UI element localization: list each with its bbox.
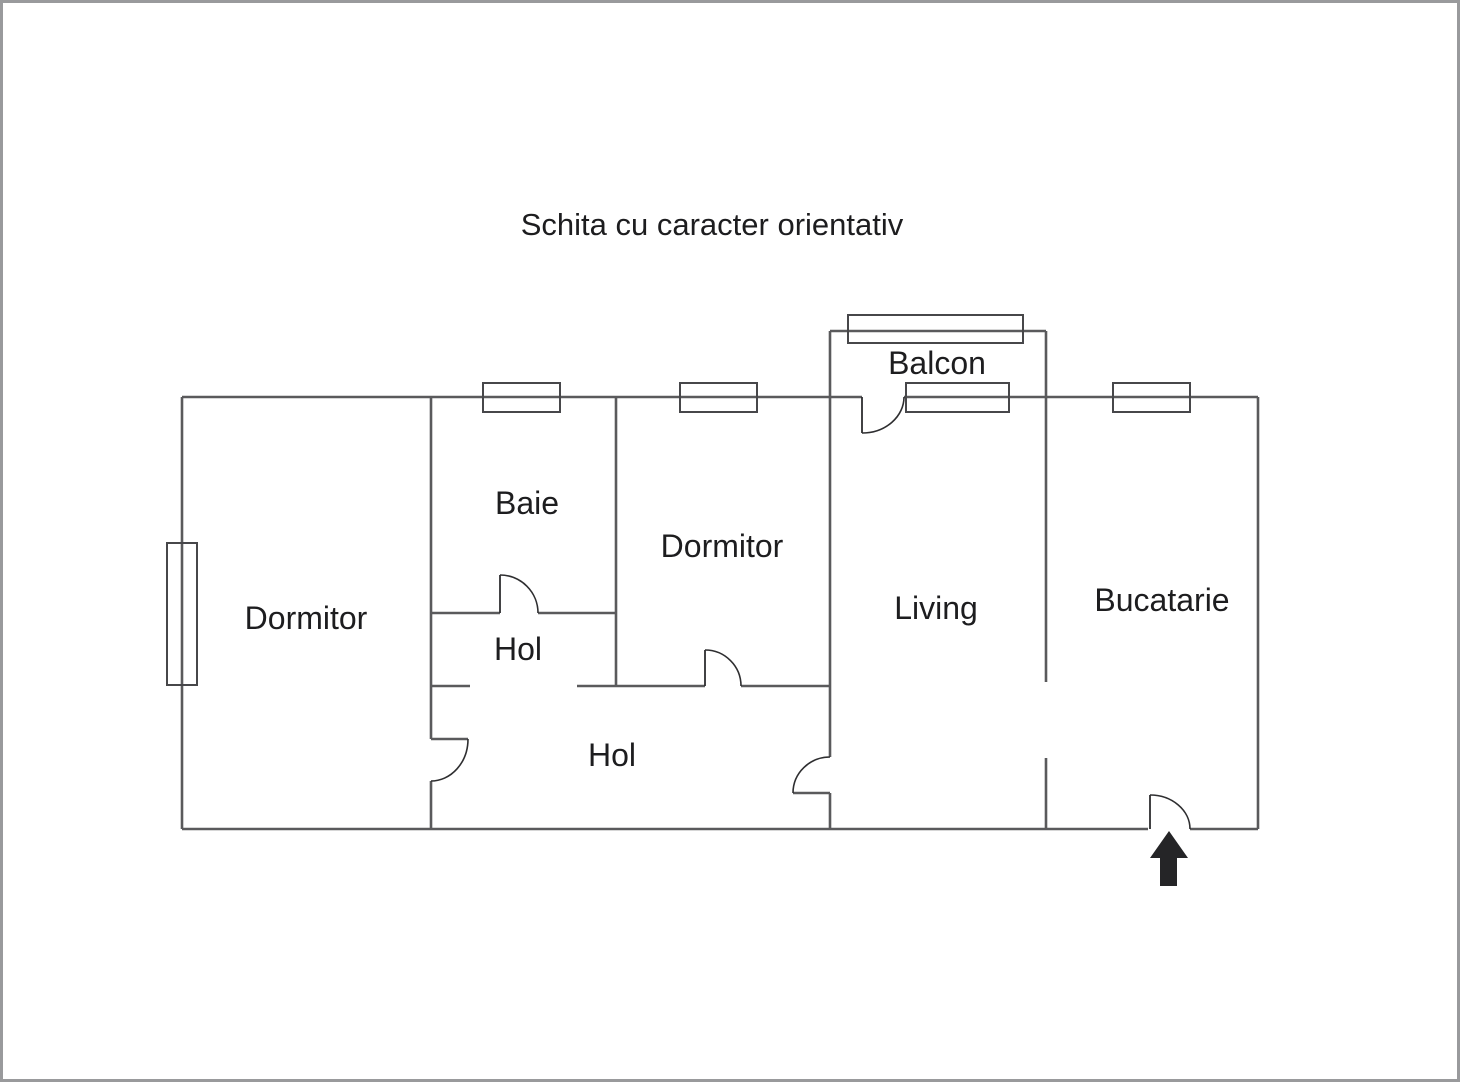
plan-title: Schita cu caracter orientativ (521, 207, 904, 242)
room-label-dormitor-mid: Dormitor (661, 528, 784, 564)
window-baie-icon (482, 382, 561, 413)
window-bucatarie-icon (1112, 382, 1191, 413)
walls (180, 329, 1260, 831)
room-label-bucatarie: Bucatarie (1094, 582, 1229, 618)
door-baie-icon (499, 574, 539, 614)
room-label-hol-lower: Hol (588, 737, 636, 773)
door-hol-living-icon (792, 756, 831, 795)
door-entrance-icon (1149, 794, 1191, 830)
room-label-dormitor-left: Dormitor (245, 600, 368, 636)
door-balcony-icon (861, 396, 905, 434)
entrance-arrow-icon (1150, 831, 1188, 886)
room-label-baie: Baie (495, 485, 559, 521)
window-living-balcony-icon (905, 382, 1010, 413)
room-label-living: Living (894, 590, 978, 626)
room-label-balcon: Balcon (888, 345, 986, 381)
door-dormitor-left-icon (430, 737, 469, 782)
windows (166, 314, 1191, 686)
door-dormitor-mid-icon (704, 649, 742, 687)
doors (430, 396, 1191, 830)
window-balcony-rail-icon (847, 314, 1024, 344)
window-dormitor-left-icon (166, 542, 198, 686)
room-label-hol-upper: Hol (494, 631, 542, 667)
window-dormitor-mid-icon (679, 382, 758, 413)
